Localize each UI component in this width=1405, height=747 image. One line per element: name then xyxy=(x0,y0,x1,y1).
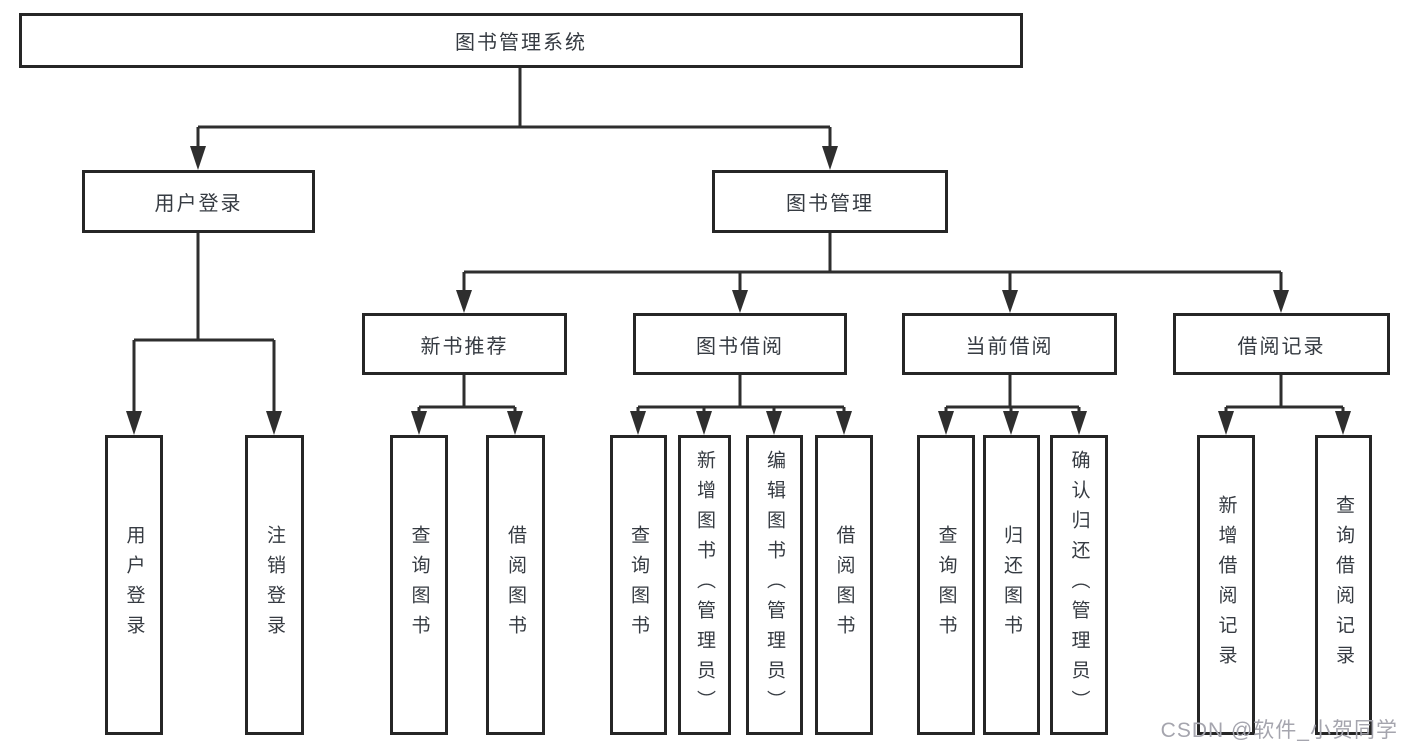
leaf-confirm-return-admin: 确认归还（管理员） xyxy=(1050,435,1108,735)
leaf-add-borrow-record: 新增借阅记录 xyxy=(1197,435,1255,735)
node-current-borrowing: 当前借阅 xyxy=(902,313,1117,375)
leaf-return-books: 归还图书 xyxy=(983,435,1040,735)
node-library-management-system: 图书管理系统 xyxy=(19,13,1023,68)
leaf-borrow-books-1: 借阅图书 xyxy=(486,435,545,735)
leaf-query-books-3: 查询图书 xyxy=(917,435,975,735)
node-new-book-recommend: 新书推荐 xyxy=(362,313,567,375)
node-user-login: 用户登录 xyxy=(82,170,315,233)
node-book-management: 图书管理 xyxy=(712,170,948,233)
leaf-user-login: 用户登录 xyxy=(105,435,163,735)
csdn-watermark: CSDN @软件_小贺同学 xyxy=(1160,719,1398,742)
arrowheads xyxy=(126,146,1351,435)
leaf-edit-books-admin: 编辑图书（管理员） xyxy=(746,435,803,735)
leaf-add-books-admin: 新增图书（管理员） xyxy=(678,435,731,735)
leaf-query-borrow-record: 查询借阅记录 xyxy=(1315,435,1372,735)
leaf-borrow-books-2: 借阅图书 xyxy=(815,435,873,735)
leaf-query-books-2: 查询图书 xyxy=(610,435,667,735)
node-borrow-records: 借阅记录 xyxy=(1173,313,1390,375)
leaf-query-books-1: 查询图书 xyxy=(390,435,448,735)
node-book-borrowing: 图书借阅 xyxy=(633,313,847,375)
leaf-logout: 注销登录 xyxy=(245,435,304,735)
